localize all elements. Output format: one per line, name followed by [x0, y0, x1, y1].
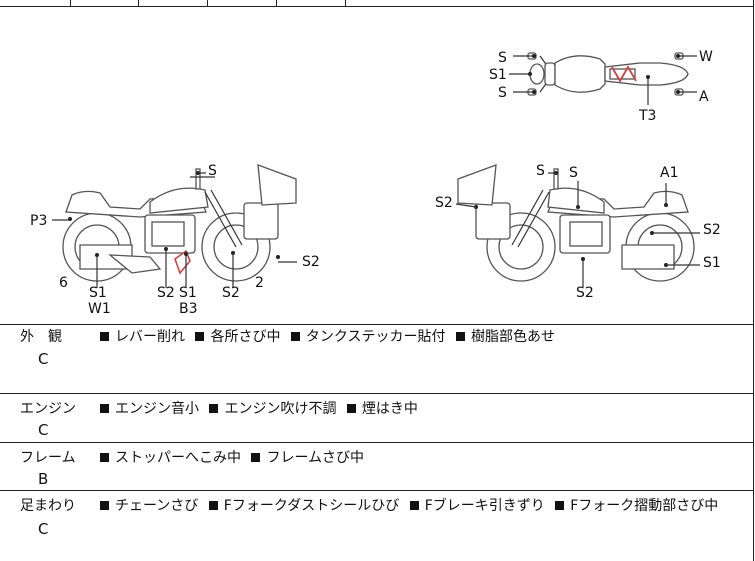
top-label-w: W: [699, 49, 713, 65]
top-label-a: A: [699, 89, 709, 105]
top-label-s-upper: S: [498, 50, 507, 66]
row-item: 煙はき中: [361, 401, 418, 417]
right-label-s-tank: S: [569, 165, 578, 181]
row-grade: C: [38, 350, 49, 368]
left-label-2: 2: [255, 275, 264, 291]
row-category: エンジン: [20, 401, 76, 417]
right-label-s2-engine: S2: [576, 285, 594, 301]
row-item: Fフォーク摺動部さび中: [570, 498, 719, 514]
right-label-s2-bag: S2: [435, 195, 453, 211]
right-side-motorcycle: [455, 164, 700, 287]
row-grade: B: [38, 470, 49, 488]
left-label-s2-engine: S2: [157, 285, 175, 301]
row-item: Fブレーキ引きずり: [424, 498, 545, 514]
right-label-s1-wheel: S1: [703, 255, 721, 271]
left-label-s1-front: S1: [89, 285, 107, 301]
left-label-s1-engine: S1: [179, 285, 197, 301]
row-grade: C: [38, 421, 49, 439]
row-item: エンジン音小: [115, 401, 199, 417]
left-side-motorcycle: [52, 164, 297, 288]
top-label-s1: S1: [489, 67, 507, 83]
row-items: エンジン音小 エンジン吹け不調 煙はき中: [100, 400, 424, 418]
right-label-s-mirror: S: [536, 163, 545, 179]
top-view-motorcycle: [509, 52, 697, 105]
left-label-p3: P3: [30, 213, 48, 229]
left-label-s2-muffler: S2: [302, 254, 320, 270]
damage-diagram: S S1 S W A T3 S P3 6 S1 W1 S2 S1 B3 S2 2…: [0, 7, 754, 325]
top-label-t3: T3: [639, 108, 657, 124]
row-items: ストッパーへこみ中 フレームさび中: [100, 449, 370, 467]
row-items: レバー削れ 各所さび中 タンクステッカー貼付 樹脂部色あせ: [100, 328, 561, 346]
row-category: フレーム: [20, 450, 76, 466]
motorcycle-illustrations: [52, 52, 700, 288]
row-item: Fフォークダストシールひび: [223, 498, 400, 514]
right-label-a1: A1: [660, 165, 679, 181]
row-category: 足まわり: [20, 498, 76, 514]
left-label-w1: W1: [88, 301, 111, 317]
row-item: タンクステッカー貼付: [305, 329, 446, 345]
condition-row-frame: フレーム B ストッパーへこみ中 フレームさび中: [0, 443, 754, 491]
left-label-6: 6: [59, 275, 68, 291]
row-item: レバー削れ: [115, 329, 185, 345]
row-item: フレームさび中: [266, 450, 365, 466]
row-item: チェーンさび: [115, 498, 199, 514]
row-category: 外 観: [20, 329, 62, 345]
top-table-strip: [0, 0, 754, 7]
condition-row-exterior: 外 観 C レバー削れ 各所さび中 タンクステッカー貼付 樹脂部色あせ: [0, 324, 754, 394]
row-item: エンジン吹け不調: [224, 401, 337, 417]
row-item: 樹脂部色あせ: [470, 329, 555, 345]
row-grade: C: [38, 520, 49, 538]
row-items: チェーンさび Fフォークダストシールひび Fブレーキ引きずり Fフォーク摺動部さ…: [100, 497, 724, 515]
condition-row-engine: エンジン C エンジン音小 エンジン吹け不調 煙はき中: [0, 394, 754, 443]
left-label-s2-rear: S2: [222, 285, 240, 301]
row-item: 各所さび中: [210, 329, 281, 345]
left-label-b3: B3: [179, 301, 198, 317]
condition-row-suspension: 足まわり C チェーンさび Fフォークダストシールひび Fブレーキ引きずり Fフ…: [0, 491, 754, 561]
top-label-s-lower: S: [498, 85, 507, 101]
left-label-s: S: [208, 163, 217, 179]
right-label-s2-side: S2: [703, 222, 721, 238]
row-item: ストッパーへこみ中: [115, 450, 241, 466]
